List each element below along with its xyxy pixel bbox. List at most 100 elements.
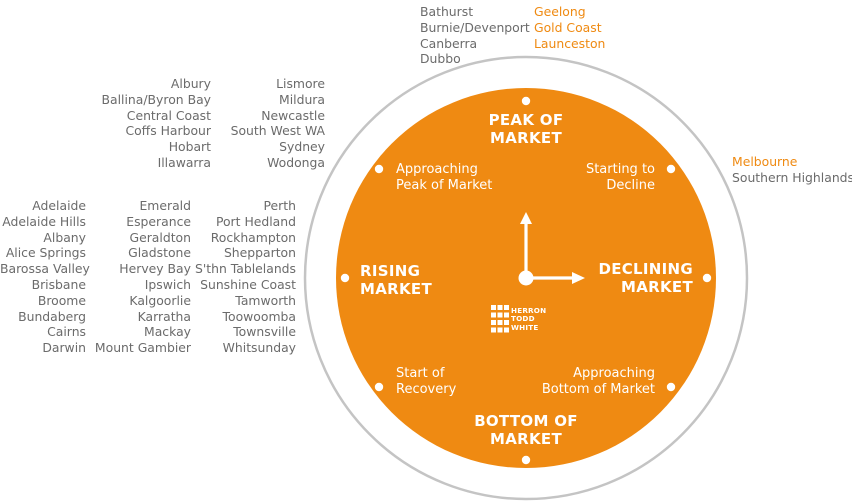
list-item: Canberra	[420, 35, 478, 51]
dot-approaching-peak	[374, 164, 384, 174]
phase-declining-line2: MARKET	[621, 278, 693, 296]
phase-approaching-bottom-line1: Approaching	[573, 366, 655, 381]
dot-peak	[521, 96, 531, 106]
list-item: Darwin	[42, 340, 86, 356]
list-item: Wodonga	[267, 154, 325, 170]
list-item: Southern Highlands	[732, 169, 852, 185]
list-item: Townsville	[233, 324, 296, 340]
approaching-peak-locations-col1: Albury Ballina/Byron Bay Central Coast C…	[80, 76, 212, 171]
list-item: Barossa Valley	[0, 261, 90, 277]
list-item: Esperance	[126, 213, 191, 229]
dot-bottom	[521, 455, 531, 465]
phase-rising-line1: RISING	[360, 262, 421, 280]
phase-rising: RISING MARKET	[360, 262, 460, 298]
list-item: Gold Coast	[534, 19, 602, 35]
list-item: Alice Springs	[5, 245, 86, 261]
outer-ring	[303, 55, 749, 501]
list-item: Sydney	[279, 139, 325, 155]
list-item: Central Coast	[126, 107, 211, 123]
list-item: Rockhampton	[210, 229, 296, 245]
clock-hub	[518, 270, 534, 286]
list-item: Coffs Harbour	[125, 123, 211, 139]
list-item: Mildura	[279, 91, 325, 107]
list-item: Shepparton	[223, 245, 296, 261]
phase-rising-line2: MARKET	[360, 280, 432, 298]
phase-approaching-peak-line1: Approaching	[396, 162, 478, 177]
starting-decline-locations: Melbourne Southern Highlands	[732, 154, 852, 186]
logo-line-3: WHITE	[511, 322, 539, 332]
logo-mark-icon	[491, 305, 509, 333]
list-item: Burnie/Devenport	[420, 19, 530, 35]
list-item: Albany	[43, 229, 86, 245]
phase-peak: PEAK OF MARKET	[470, 111, 582, 147]
phase-peak-line2: MARKET	[490, 129, 562, 147]
phase-starting-decline-line2: Decline	[606, 177, 655, 193]
list-item: Kalgoorlie	[129, 292, 191, 308]
phase-starting-decline: Starting to Decline	[560, 162, 655, 193]
list-item: Mount Gambier	[94, 340, 191, 356]
dot-starting-decline	[666, 164, 676, 174]
list-item: Hervey Bay	[119, 261, 191, 277]
clock-hand-horizontal-arrow	[572, 272, 585, 284]
dot-declining	[702, 273, 712, 283]
phase-start-recovery: Start of Recovery	[396, 366, 456, 397]
list-item: Lismore	[276, 76, 325, 91]
list-item: Gladstone	[128, 245, 191, 261]
phase-approaching-peak: Approaching Peak of Market	[396, 162, 492, 193]
list-item: Adelaide Hills	[2, 213, 86, 229]
list-item: S'thn Tablelands	[194, 261, 296, 277]
phase-bottom-line1: BOTTOM OF	[474, 412, 578, 430]
list-item: Karratha	[137, 308, 191, 324]
phase-bottom: BOTTOM OF MARKET	[462, 412, 590, 448]
list-item: Melbourne	[732, 154, 798, 169]
phase-approaching-bottom: Approaching Bottom of Market	[520, 366, 655, 397]
list-item: Bundaberg	[18, 308, 86, 324]
phase-declining-line1: DECLINING	[598, 260, 693, 278]
list-item: Bathurst	[420, 4, 474, 19]
rising-locations-col1: Adelaide Adelaide Hills Albany Alice Spr…	[0, 198, 90, 356]
herron-todd-white-logo: HERRON TODD WHITE	[491, 305, 561, 337]
peak-locations-grey: Bathurst Burnie/Devenport Canberra Dubbo	[420, 4, 530, 67]
dot-start-recovery	[374, 382, 384, 392]
phase-start-recovery-line1: Start of	[396, 366, 445, 381]
list-item: Toowoomba	[222, 308, 296, 324]
list-item: Geraldton	[129, 229, 191, 245]
list-item: Tamworth	[235, 292, 296, 308]
approaching-peak-locations-col2: Lismore Mildura Newcastle South West WA …	[215, 76, 325, 171]
list-item: Cairns	[47, 324, 86, 340]
phase-declining: DECLINING MARKET	[580, 260, 693, 296]
logo-wordmark: HERRON TODD WHITE	[511, 306, 547, 332]
list-item: Illawarra	[157, 154, 211, 170]
list-item: Mackay	[144, 324, 191, 340]
phase-peak-line1: PEAK OF	[488, 111, 564, 129]
list-item: Albury	[170, 76, 211, 91]
list-item: Launceston	[534, 35, 606, 51]
list-item: Geelong	[534, 4, 586, 19]
peak-locations-orange: Geelong Gold Coast Launceston	[534, 4, 605, 51]
list-item: Whitsunday	[222, 340, 296, 356]
phase-start-recovery-line2: Recovery	[396, 381, 457, 397]
clock-hand-vertical-arrow	[520, 212, 532, 224]
list-item: Dubbo	[420, 51, 461, 67]
list-item: Hobart	[168, 139, 211, 155]
dot-rising	[340, 273, 350, 283]
logo-line-1: HERRON	[511, 306, 547, 315]
rising-locations-col2: Emerald Esperance Geraldton Gladstone He…	[92, 198, 191, 356]
list-item: Adelaide	[32, 198, 86, 213]
list-item: Newcastle	[261, 107, 325, 123]
list-item: Broome	[37, 292, 86, 308]
list-item: Sunshine Coast	[200, 276, 296, 292]
phase-approaching-peak-line2: Peak of Market	[396, 177, 493, 193]
list-item: Ballina/Byron Bay	[101, 91, 212, 107]
list-item: Brisbane	[31, 276, 86, 292]
logo-line-2: TODD	[511, 314, 535, 324]
dot-approaching-bottom	[666, 382, 676, 392]
phase-bottom-line2: MARKET	[490, 430, 562, 448]
list-item: Ipswich	[144, 276, 191, 292]
list-item: Emerald	[139, 198, 191, 213]
list-item: South West WA	[230, 123, 325, 139]
list-item: Port Hedland	[215, 213, 296, 229]
phase-approaching-bottom-line2: Bottom of Market	[541, 381, 655, 397]
list-item: Perth	[263, 198, 296, 213]
